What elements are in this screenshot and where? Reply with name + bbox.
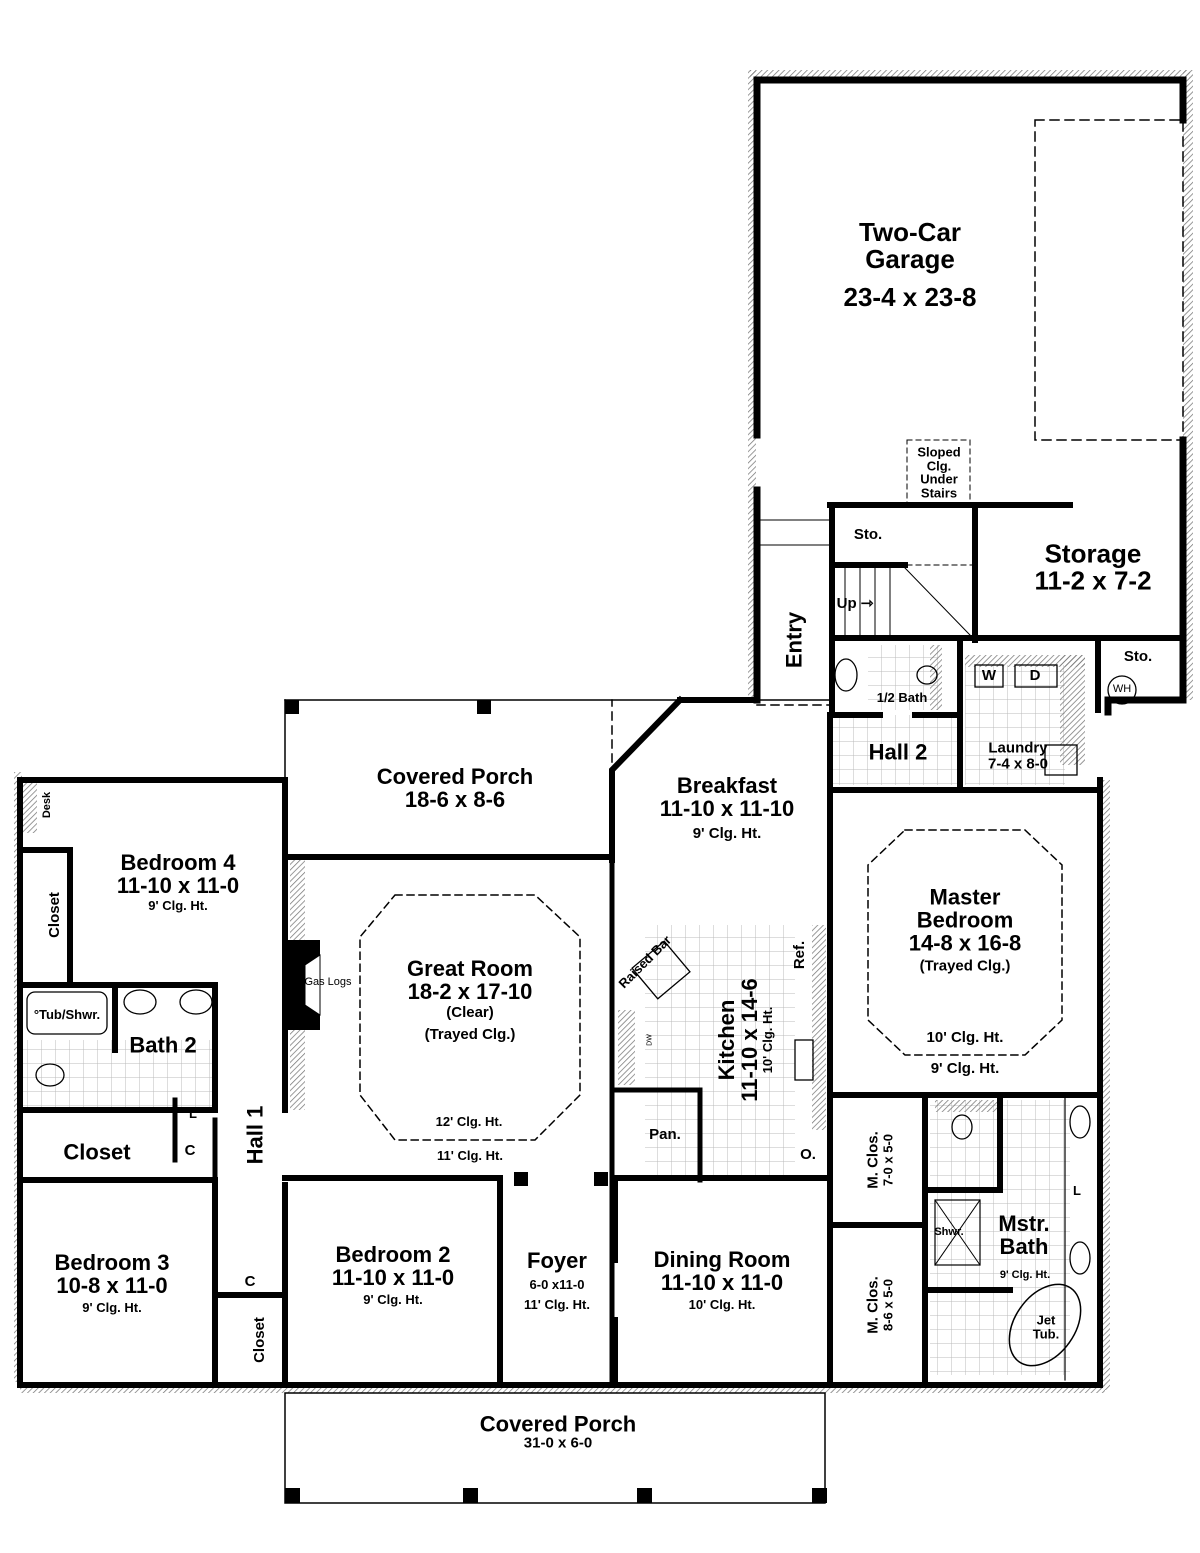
- mstr-bath-linen-label: L: [1073, 1183, 1081, 1199]
- great-room-ceiling-inner: 12' Clg. Ht.: [435, 1114, 503, 1130]
- storage-label: Storage 11-2 x 7-2: [1034, 538, 1152, 596]
- shower-label: Shwr.: [934, 1226, 964, 1239]
- refrigerator-label: Ref.: [791, 940, 809, 970]
- covered-porch-rear-label: Covered Porch 18-6 x 8-6: [376, 763, 534, 812]
- mstr-bath-label: Mstr. Bath: [998, 1210, 1050, 1259]
- jet-tub-label: Jet Tub.: [1032, 1312, 1060, 1341]
- pantry-label: Pan.: [649, 1126, 681, 1144]
- bath2-label: Bath 2: [129, 1032, 197, 1058]
- breakfast-label: Breakfast 11-10 x 11-10 9' Clg. Ht.: [659, 773, 795, 843]
- bedroom2-label: Bedroom 2 11-10 x 11-0 9' Clg. Ht.: [331, 1242, 455, 1308]
- coat-closet-label: C: [184, 1142, 196, 1160]
- kitchen-label: Kitchen 11-10 x 14-6 10' Clg. Ht.: [714, 978, 776, 1102]
- storage-wh-label: Sto.: [1123, 648, 1153, 666]
- foyer-label: Foyer 6-0 x11-0 11' Clg. Ht.: [524, 1247, 590, 1312]
- master-ceiling-outer: 9' Clg. Ht.: [930, 1060, 1000, 1078]
- half-bath-tile: [868, 645, 938, 710]
- oven-label: O.: [800, 1146, 816, 1164]
- closet-bedroom3-label: Closet: [63, 1139, 131, 1165]
- storage-upper-label: Sto.: [853, 526, 883, 544]
- bedroom3-label: Bedroom 3 10-8 x 11-0 9' Clg. Ht.: [54, 1250, 170, 1316]
- mstr-bath-ceiling: 9' Clg. Ht.: [999, 1269, 1051, 1282]
- bath2-tile: [22, 1040, 217, 1108]
- washer-label: W: [981, 667, 997, 685]
- laundry-label: Laundry 7-4 x 8-0: [987, 739, 1049, 772]
- sloped-ceiling-note: Sloped Clg. Under Stairs: [917, 444, 961, 501]
- linen-closet-label: L: [189, 1106, 197, 1122]
- stairs-up-label: Up ⇾: [836, 595, 874, 613]
- entry-label: Entry: [781, 611, 807, 669]
- covered-porch-front-label: Covered Porch 31-0 x 6-0: [479, 1411, 637, 1452]
- bedroom4-closet-label: Closet: [46, 892, 64, 938]
- hall2-tile: [832, 715, 962, 785]
- dishwasher-label: DW: [646, 1034, 654, 1046]
- hall1-label: Hall 1: [242, 1105, 268, 1165]
- dryer-label: D: [1029, 667, 1041, 685]
- great-room-label: Great Room 18-2 x 17-10 (Clear) (Trayed …: [407, 956, 533, 1044]
- m-closet1-label: M. Clos. 7-0 x 5-0: [864, 1131, 896, 1189]
- kitchen-tile: [645, 925, 795, 1180]
- great-room-ceiling-outer: 11' Clg. Ht.: [437, 1148, 503, 1164]
- master-ceiling-inner: 10' Clg. Ht.: [926, 1029, 1004, 1047]
- arrow-right-icon: ⇾: [860, 595, 874, 613]
- desk-label: Desk: [41, 791, 54, 819]
- hall-c-closet-label: C: [244, 1273, 256, 1291]
- hall-closet-label: Closet: [251, 1317, 269, 1363]
- m-closet2-label: M. Clos. 8-6 x 5-0: [864, 1276, 896, 1334]
- hall2-label: Hall 2: [868, 739, 928, 765]
- fireplace-label: Gas Logs: [304, 976, 352, 989]
- master-bedroom-label: Master Bedroom 14-8 x 16-8 (Trayed Clg.): [908, 884, 1022, 975]
- dining-room-label: Dining Room 11-10 x 11-0 10' Clg. Ht.: [653, 1247, 791, 1313]
- half-bath-label: 1/2 Bath: [876, 690, 928, 706]
- bedroom4-label: Bedroom 4 11-10 x 11-0 9' Clg. Ht.: [116, 850, 240, 914]
- tub-shower-label: °Tub/Shwr.: [33, 1007, 101, 1023]
- garage-label: Two-Car Garage 23-4 x 23-8: [843, 217, 977, 312]
- water-heater-label: WH: [1112, 683, 1132, 696]
